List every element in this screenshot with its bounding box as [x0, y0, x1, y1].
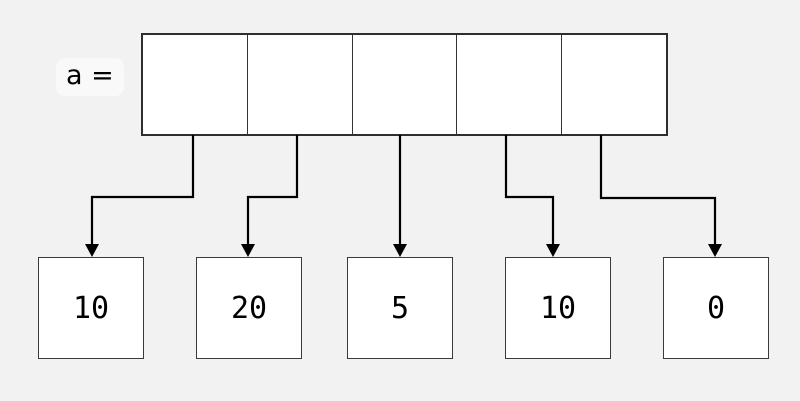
arrow-connector-1 — [90, 135, 195, 246]
value-box-5-value: 0 — [706, 290, 726, 326]
value-box-1-value: 10 — [72, 290, 110, 326]
arrow-connector-5 — [599, 135, 717, 246]
arrowhead-icon-1 — [85, 244, 99, 257]
value-box-4-value: 10 — [539, 290, 577, 326]
array-box — [141, 33, 668, 136]
array-label: a = — [56, 58, 124, 96]
array-cell-0 — [143, 35, 248, 134]
value-box-1: 10 — [38, 257, 144, 359]
arrow-connector-4 — [504, 135, 555, 246]
value-box-5: 0 — [663, 257, 769, 359]
value-box-2-value: 20 — [230, 290, 268, 326]
arrowhead-icon-3 — [393, 244, 407, 257]
arrowhead-icon-2 — [241, 244, 255, 257]
value-box-3-value: 5 — [390, 290, 410, 326]
array-cell-1 — [248, 35, 353, 134]
array-cell-3 — [457, 35, 563, 134]
array-cell-4 — [562, 35, 666, 134]
value-box-2: 20 — [196, 257, 302, 359]
arrow-connector-2 — [246, 135, 299, 246]
arrowhead-icon-5 — [708, 244, 722, 257]
array-cell-2 — [353, 35, 458, 134]
arrowhead-icon-4 — [546, 244, 560, 257]
value-box-4: 10 — [505, 257, 611, 359]
value-box-3: 5 — [347, 257, 453, 359]
